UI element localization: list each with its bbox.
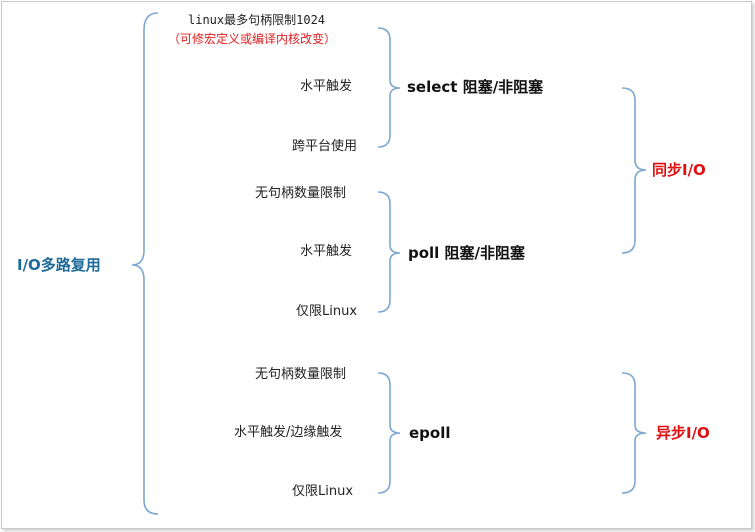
sync-io-label: 同步I/O	[652, 161, 706, 179]
epoll-label: epoll	[409, 424, 451, 442]
root-brace	[131, 12, 159, 515]
root-label: I/O多路复用	[17, 256, 101, 274]
poll-limit-text: 无句柄数量限制	[255, 186, 347, 201]
async-io-label: 异步I/O	[656, 424, 710, 442]
select-limit-text: linux最多句柄限制1024	[188, 13, 326, 27]
select-label: select 阻塞/非阻塞	[407, 78, 544, 96]
epoll-trigger-text: 水平触发/边缘触发	[234, 425, 343, 440]
poll-platform-text: 仅限Linux	[296, 304, 358, 319]
sync-brace	[621, 87, 647, 254]
select-platform-text: 跨平台使用	[292, 139, 358, 154]
select-limit-note: （可修宏定义或编译内核改变）	[168, 32, 337, 46]
poll-label: poll 阻塞/非阻塞	[408, 244, 526, 262]
poll-trigger-text: 水平触发	[300, 244, 353, 259]
epoll-brace	[377, 372, 401, 494]
async-brace	[621, 372, 647, 494]
epoll-platform-text: 仅限Linux	[292, 484, 354, 499]
epoll-limit-text: 无句柄数量限制	[255, 367, 347, 382]
select-brace	[377, 27, 401, 148]
poll-brace	[377, 191, 401, 313]
select-trigger-text: 水平触发	[300, 79, 353, 94]
